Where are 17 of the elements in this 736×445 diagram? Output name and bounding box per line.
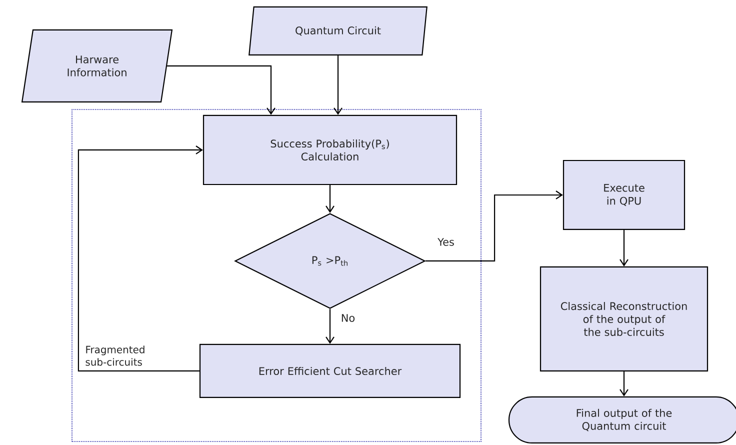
arrow (620, 230, 628, 266)
arrow (334, 56, 342, 115)
dotted-group-frame (72, 109, 482, 442)
edge-label: Fragmented sub-circuits (86, 346, 144, 366)
arrow (326, 309, 334, 344)
arrow (620, 372, 628, 396)
arrow (426, 190, 563, 262)
input-parallelogram: Quantum Circuit (248, 6, 428, 56)
arrow (326, 185, 334, 213)
process-box: Success Probability(P$_{s}$) Calculation (202, 114, 458, 186)
process-box: Classical Reconstruction of the output of the sub-circuits (540, 266, 708, 372)
process-box: Error Efficient Cut Searcher (199, 344, 461, 398)
arrow (78, 146, 203, 372)
edge-label: No (342, 314, 355, 322)
edge-label: Yes (438, 238, 454, 246)
process-box: Execute in QPU (562, 160, 686, 230)
arrow (167, 65, 276, 115)
